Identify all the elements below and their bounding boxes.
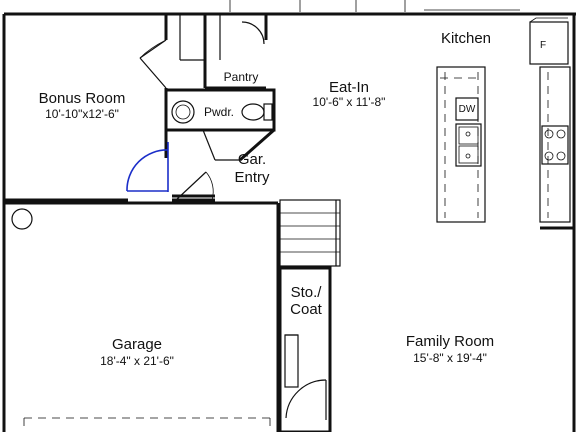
bonus-room-door [126,142,169,192]
bonus-room-name: Bonus Room [39,90,126,107]
garage-entry-door [172,171,215,201]
storage-label-line1: Sto./ [291,284,323,301]
refrigerator [529,17,569,65]
garage-dims: 18'-4" x 21'-6" [100,354,174,368]
family-room-name: Family Room [406,333,494,350]
fridge-label: F [540,40,546,51]
eat-in-name: Eat-In [329,79,369,96]
pantry-walls [179,14,268,90]
bonus-closet-doors [139,39,167,89]
kitchen-name: Kitchen [441,30,491,47]
powder-room-name: Pwdr. [204,105,234,119]
family-room-dims: 15'-8" x 19'-4" [413,351,487,365]
garage-name: Garage [112,336,162,353]
garage-entry-label-line1: Gar. [238,151,266,168]
kitchen-counter [539,66,571,223]
storage-closet [278,266,332,432]
powder-room-walls [164,88,276,162]
garage-entry-label-line2: Entry [234,169,270,186]
pantry-name: Pantry [224,70,259,84]
bonus-room-dims: 10'-10"x12'-6" [45,107,119,121]
eat-in-dims: 10'-6" x 11'-8" [313,95,386,109]
kitchen-island [436,66,486,223]
dishwasher-label: DW [459,104,476,115]
storage-label-line2: Coat [290,301,323,318]
staircase [279,199,341,267]
garage-details [11,208,271,432]
